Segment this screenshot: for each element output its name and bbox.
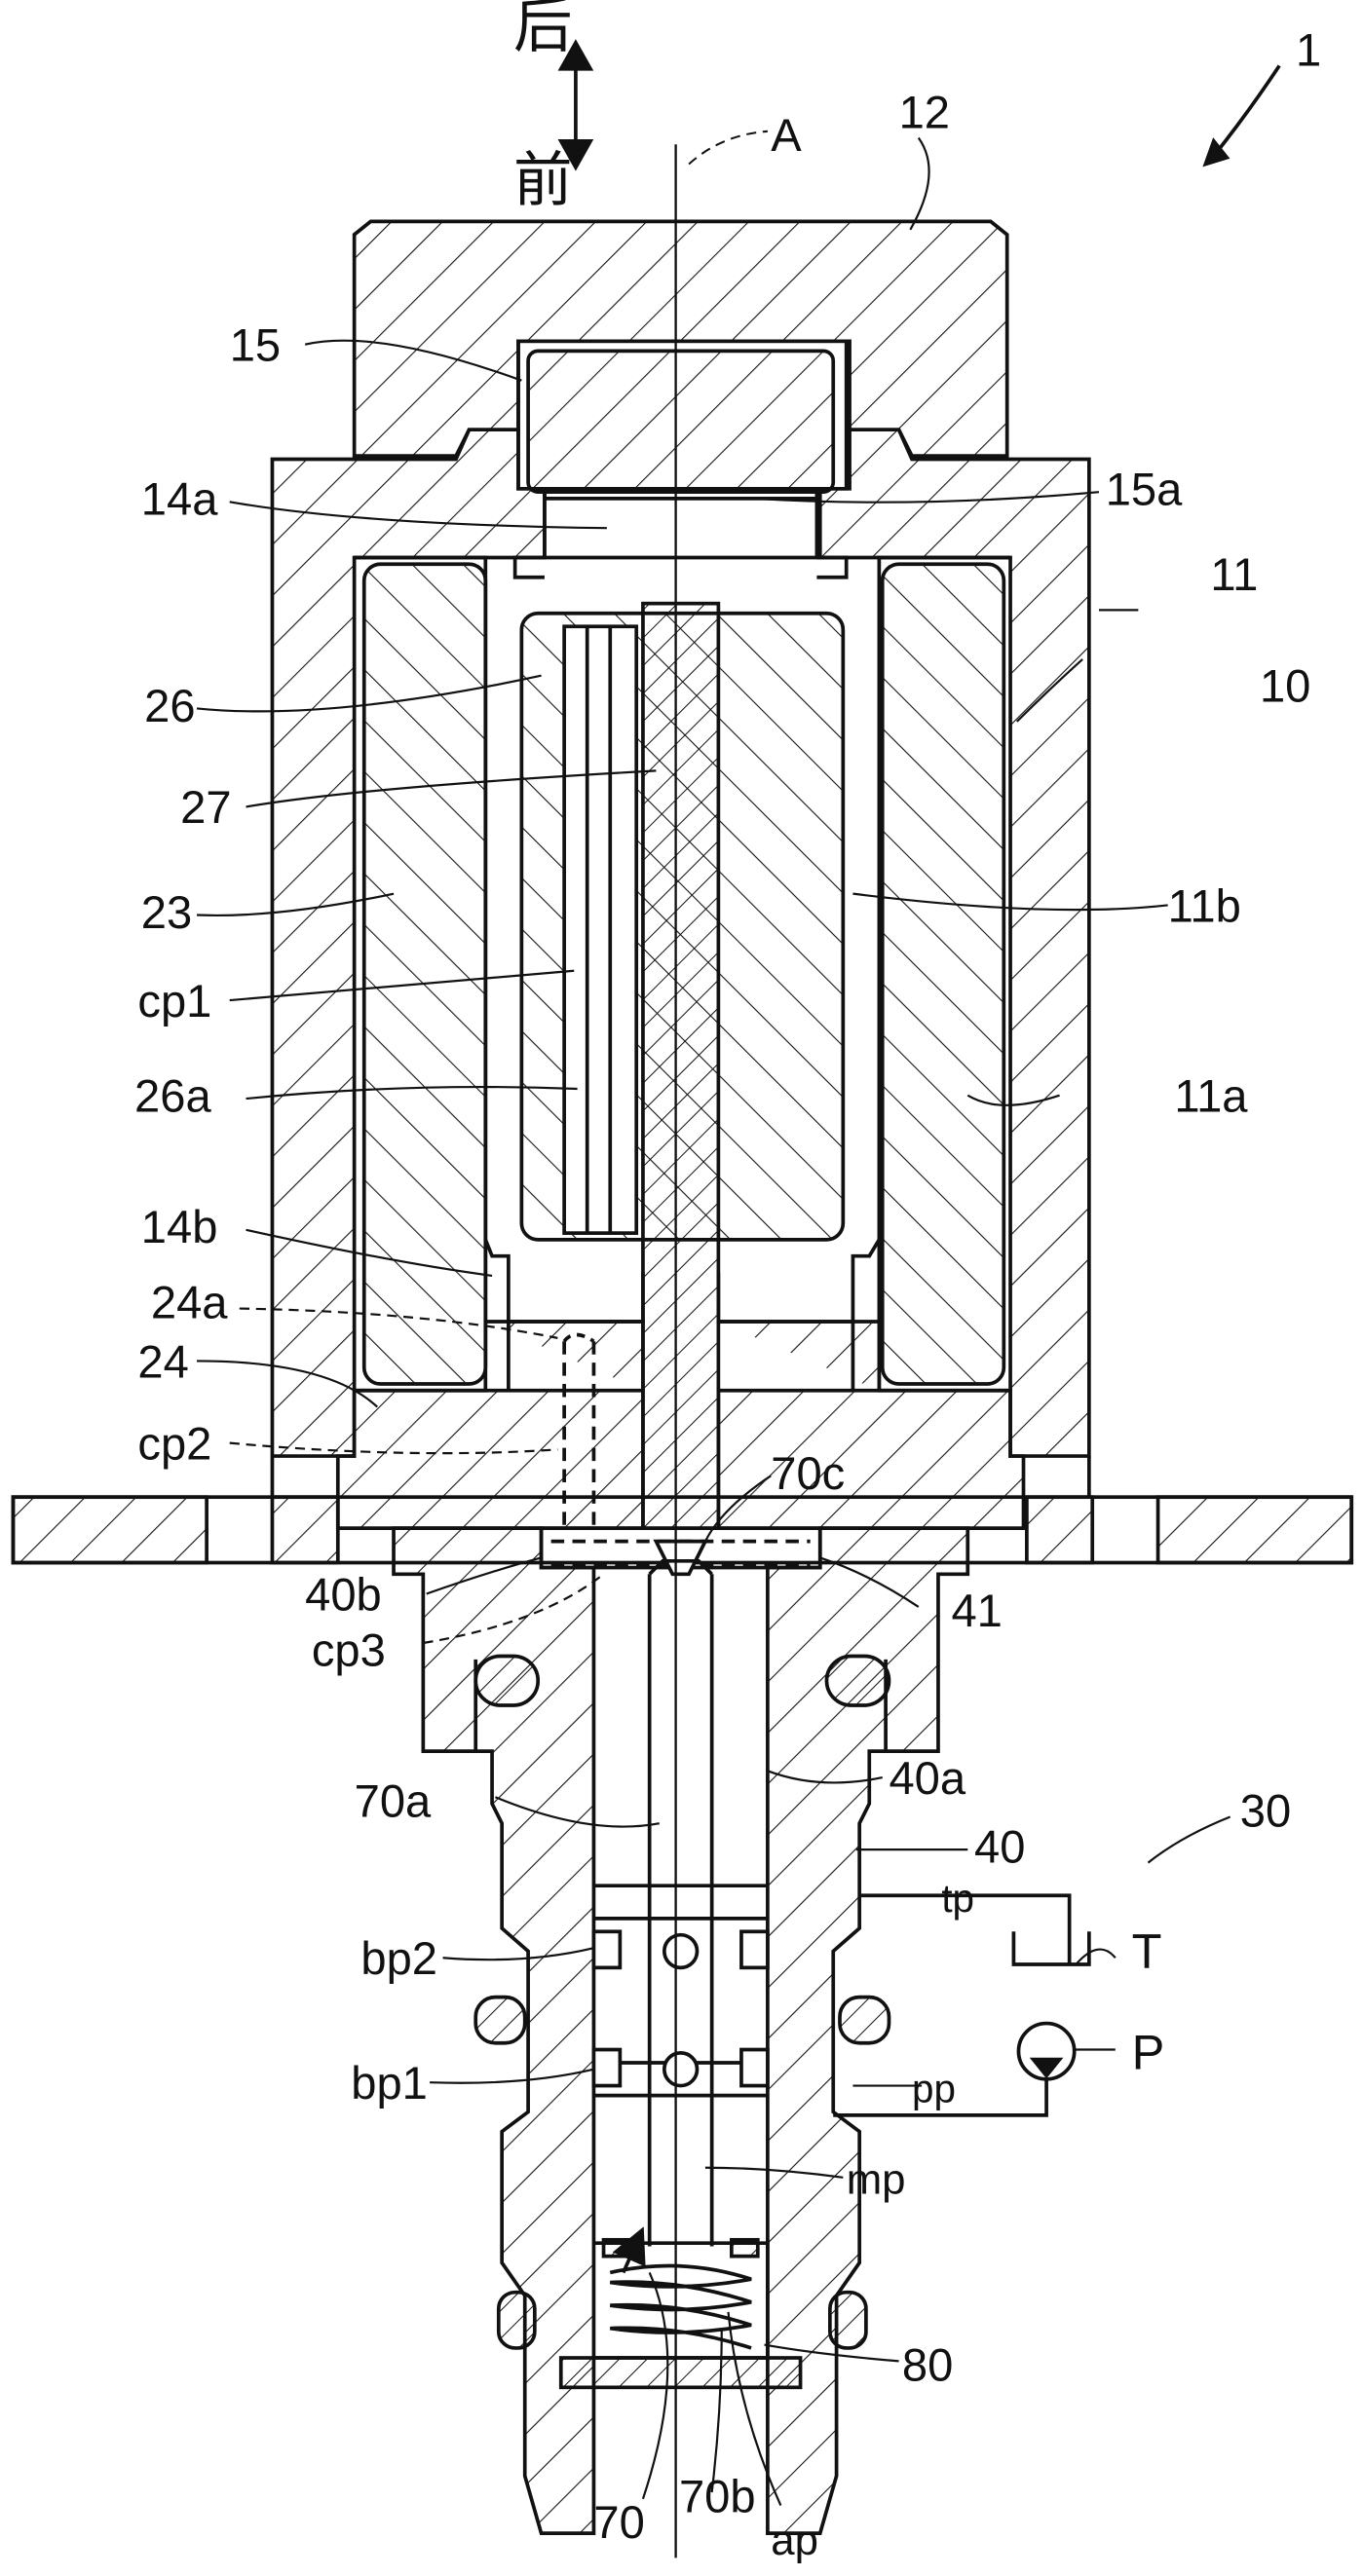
- label-cp2: cp2: [137, 1417, 211, 1469]
- label-plunger-bore-26a: 26a: [134, 1070, 211, 1122]
- shaft-27: [641, 601, 721, 1531]
- label-sleeve-end-40b: 40b: [305, 1568, 382, 1620]
- rear-direction-label: 后: [513, 0, 573, 60]
- spring-80: [609, 2263, 752, 2350]
- label-device-1: 1: [1296, 23, 1321, 75]
- label-case-side-11a: 11a: [1174, 1070, 1248, 1122]
- pump-symbol: [1016, 2021, 1077, 2081]
- label-spring-80: 80: [902, 2339, 953, 2391]
- core-14b: [483, 1238, 881, 1324]
- label-cp3: cp3: [312, 1624, 386, 1676]
- spool-70: [647, 1574, 714, 2247]
- label-coil-23: 23: [141, 886, 192, 938]
- plug-15: [526, 349, 836, 495]
- label-spool-70: 70: [593, 2496, 644, 2548]
- label-plunger-26: 26: [144, 680, 195, 731]
- end-plug: [558, 2356, 803, 2390]
- label-core-14b: 14b: [141, 1201, 218, 1252]
- label-bp1: bp1: [351, 2057, 428, 2109]
- label-tank-T: T: [1132, 1923, 1162, 1978]
- stator-24: [335, 1388, 645, 1531]
- label-spool-end-70b: 70b: [679, 2470, 756, 2521]
- label-sleeve-40: 40: [974, 1821, 1025, 1873]
- label-plug-face-15a: 15a: [1106, 464, 1183, 515]
- label-housing-12: 12: [899, 86, 950, 137]
- leader-lines: [196, 136, 1231, 2506]
- label-pump-P: P: [1132, 2025, 1165, 2080]
- label-sleeve-bore-40a: 40a: [889, 1752, 965, 1804]
- label-spool-bore-70a: 70a: [355, 1774, 432, 1826]
- label-bp2: bp2: [360, 1932, 437, 1984]
- label-plug-15: 15: [230, 318, 281, 370]
- pump-line: [833, 2078, 1048, 2117]
- label-pump-port-pp: pp: [912, 2066, 956, 2110]
- label-adjust-port-ap: ap: [771, 2517, 818, 2564]
- label-tank-port-tp: tp: [941, 1876, 974, 1921]
- sleeve-40: [392, 1526, 596, 2536]
- label-stator-24: 24: [137, 1335, 188, 1387]
- label-valve-30: 30: [1240, 1785, 1291, 1837]
- label-axis: A: [771, 109, 802, 161]
- label-shaft-27: 27: [180, 781, 231, 833]
- label-passage-24a: 24a: [151, 1277, 228, 1328]
- label-unit-10: 10: [1260, 660, 1310, 712]
- label-case-11: 11: [1210, 548, 1258, 600]
- label-collar-41: 41: [951, 1585, 1002, 1636]
- front-direction-label: 前: [513, 147, 573, 215]
- label-spool-tip-70c: 70c: [771, 1447, 845, 1499]
- label-cp1: cp1: [137, 975, 211, 1027]
- tank-symbol: [1011, 1931, 1091, 1966]
- label-core-14a: 14a: [141, 473, 218, 525]
- o-ring-upper-left: [473, 1654, 541, 1707]
- label-main-passage-mp: mp: [847, 2156, 906, 2204]
- label-case-inner-11b: 11b: [1168, 879, 1241, 931]
- tank-line: [859, 1893, 1072, 1964]
- coil-23: [361, 562, 488, 1386]
